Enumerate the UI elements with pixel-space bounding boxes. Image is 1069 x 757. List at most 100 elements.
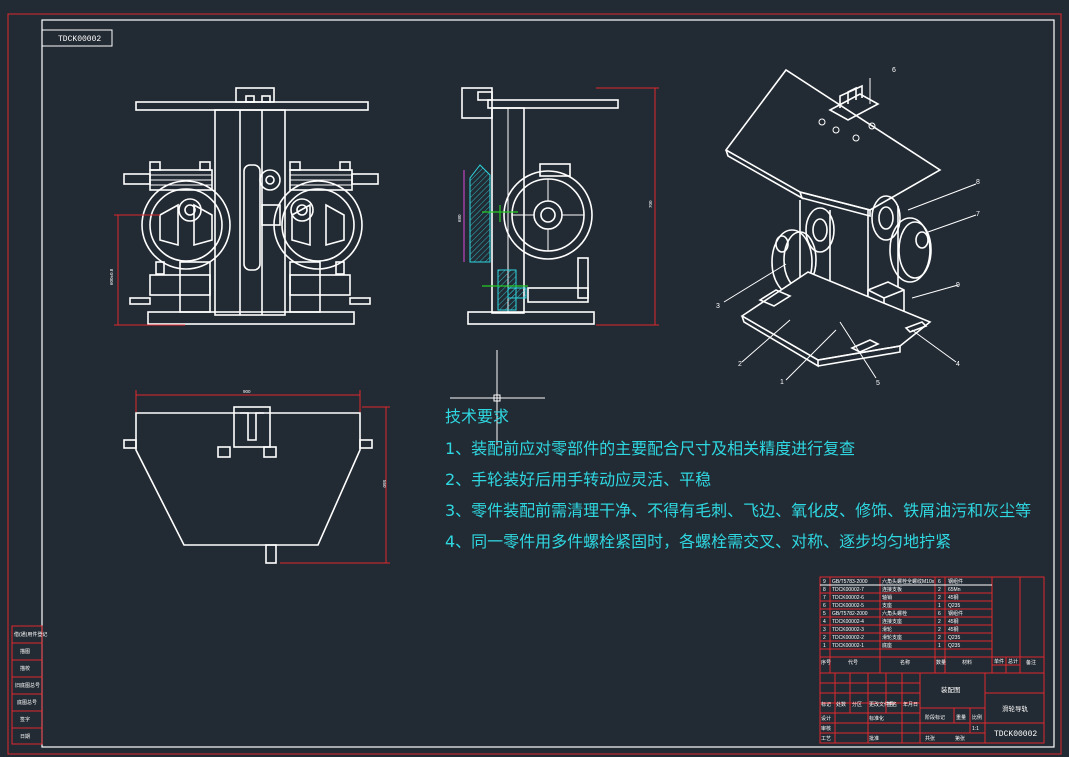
svg-text:旧底图总号: 旧底图总号 <box>15 682 40 689</box>
bom-row: 1 TDCK00002-1 底座 1 Q235 <box>823 642 960 649</box>
svg-text:5: 5 <box>823 611 826 617</box>
svg-text:2: 2 <box>938 635 941 641</box>
bom-row: 3 TDCK00002-3 滑轮 2 45钢 <box>823 626 959 633</box>
svg-text:单件: 单件 <box>994 658 1004 665</box>
svg-text:1: 1 <box>823 643 826 649</box>
balloon-3: 3 <box>716 303 720 310</box>
svg-text:9: 9 <box>823 579 826 585</box>
svg-text:GB/T5783-2000: GB/T5783-2000 <box>832 579 868 585</box>
requirement-item: 2、手轮装好后用手转动应灵活、平稳 <box>445 470 712 489</box>
svg-text:材料: 材料 <box>962 659 972 666</box>
side-view: 680 700 <box>457 87 659 326</box>
svg-text:2: 2 <box>938 587 941 593</box>
svg-text:序号: 序号 <box>821 659 831 666</box>
requirement-item: 4、同一零件用多件螺栓紧固时，各螺栓需交叉、对称、逐步均匀地拧紧 <box>445 532 952 551</box>
svg-text:支座: 支座 <box>882 602 892 609</box>
svg-text:6: 6 <box>823 603 826 609</box>
svg-text:6: 6 <box>938 579 941 585</box>
front-view: 600±0.8 <box>109 87 379 326</box>
top-view: 900 550 <box>123 389 390 564</box>
svg-text:底图总号: 底图总号 <box>17 699 37 706</box>
svg-text:8: 8 <box>823 587 826 593</box>
svg-text:年月日: 年月日 <box>903 701 918 708</box>
drawing-title: 装配图 <box>941 685 961 694</box>
requirements-heading: 技术要求 <box>445 407 510 426</box>
svg-text:45钢: 45钢 <box>948 626 959 633</box>
balloon-8: 8 <box>976 179 980 186</box>
svg-text:数量: 数量 <box>936 659 946 666</box>
svg-text:65Mn: 65Mn <box>948 587 961 593</box>
bom-row: 9 GB/T5783-2000 六角头螺栓全螺纹M10x 6 钢组件 <box>823 578 963 585</box>
title-block: 装配图 滑轮导轨 TDCK00002 1:1 标记 处数 分区 更改文件号 签名… <box>819 672 1045 744</box>
scale-value: 1:1 <box>972 726 979 732</box>
svg-text:连接支座: 连接支座 <box>882 618 902 625</box>
svg-text:TDCK00002-4: TDCK00002-4 <box>832 619 864 625</box>
svg-text:批准: 批准 <box>869 735 879 742</box>
svg-text:六角头螺栓全螺纹M10x: 六角头螺栓全螺纹M10x <box>882 578 935 585</box>
svg-text:TDCK00002-2: TDCK00002-2 <box>832 635 864 641</box>
svg-text:1: 1 <box>938 643 941 649</box>
svg-text:签字: 签字 <box>20 716 30 723</box>
svg-text:轴销: 轴销 <box>882 594 892 601</box>
balloon-2: 2 <box>738 361 742 368</box>
svg-text:阶段标记: 阶段标记 <box>925 714 945 721</box>
svg-text:处数: 处数 <box>836 701 846 708</box>
svg-text:备注: 备注 <box>1026 659 1036 666</box>
bom-row: 8 TDCK00002-7 连接支板 2 65Mn <box>823 586 961 593</box>
svg-text:2: 2 <box>938 619 941 625</box>
bom-header: 序号 代号 名称 数量 材料 单件 总计 备注 <box>821 658 1036 666</box>
svg-text:更改文件号: 更改文件号 <box>869 701 894 708</box>
dim-side-height: 700 <box>648 200 653 208</box>
assembly-name: 滑轮导轨 <box>1002 704 1029 713</box>
svg-text:Q235: Q235 <box>948 635 960 641</box>
svg-text:TDCK00002-3: TDCK00002-3 <box>832 627 864 633</box>
svg-text:7: 7 <box>823 595 826 601</box>
crosshair-icon <box>450 350 545 445</box>
dim-front-height: 600±0.8 <box>109 268 114 285</box>
svg-text:总计: 总计 <box>1008 658 1018 665</box>
svg-text:第张: 第张 <box>955 735 965 742</box>
svg-text:设计: 设计 <box>821 715 831 722</box>
svg-text:2: 2 <box>938 627 941 633</box>
svg-text:代号: 代号 <box>848 659 858 666</box>
svg-text:签名: 签名 <box>887 701 897 708</box>
svg-text:重量: 重量 <box>956 714 966 721</box>
bom-row: 4 TDCK00002-4 连接支座 2 45钢 <box>823 618 959 625</box>
svg-text:滑轮: 滑轮 <box>882 626 892 633</box>
svg-text:GB/T5782-2000: GB/T5782-2000 <box>832 611 868 617</box>
svg-text:借(通)用件登记: 借(通)用件登记 <box>14 631 47 638</box>
outer-border <box>7 13 1062 755</box>
svg-text:TDCK00002-7: TDCK00002-7 <box>832 587 864 593</box>
svg-text:共张: 共张 <box>925 735 935 742</box>
balloon-5: 5 <box>876 380 880 387</box>
bom-row: 5 GB/T5782-2000 六角头螺栓 6 钢组件 <box>823 610 963 617</box>
svg-text:TDCK00002-6: TDCK00002-6 <box>832 595 864 601</box>
svg-text:日期: 日期 <box>20 734 30 740</box>
svg-text:Q235: Q235 <box>948 603 960 609</box>
isometric-view: 6 8 7 3 9 2 1 5 4 <box>716 67 980 387</box>
svg-text:2: 2 <box>938 595 941 601</box>
svg-text:3: 3 <box>823 627 826 633</box>
bom-table: 9 GB/T5783-2000 六角头螺栓全螺纹M10x 6 钢组件 8 TDC… <box>819 576 1045 674</box>
svg-text:标记: 标记 <box>821 701 831 708</box>
svg-text:Q235: Q235 <box>948 643 960 649</box>
svg-text:TDCK00002-1: TDCK00002-1 <box>832 643 864 649</box>
svg-text:45钢: 45钢 <box>948 618 959 625</box>
title-drawing-code: TDCK00002 <box>994 730 1037 739</box>
side-registration-table: 借(通)用件登记 描图 描校 旧底图总号 底图总号 签字 日期 <box>11 625 47 745</box>
svg-text:分区: 分区 <box>852 701 862 708</box>
svg-text:标准化: 标准化 <box>869 715 884 722</box>
svg-text:4: 4 <box>823 619 826 625</box>
dim-top-depth: 550 <box>382 480 387 488</box>
svg-text:TDCK00002-5: TDCK00002-5 <box>832 603 864 609</box>
balloon-4: 4 <box>956 361 960 368</box>
bom-row: 2 TDCK00002-2 滑轮支座 2 Q235 <box>823 634 960 641</box>
svg-text:滑轮支座: 滑轮支座 <box>882 634 902 641</box>
svg-text:6: 6 <box>938 611 941 617</box>
svg-text:1: 1 <box>938 603 941 609</box>
svg-text:名称: 名称 <box>900 659 910 666</box>
svg-text:钢组件: 钢组件 <box>948 610 963 617</box>
balloon-6: 6 <box>892 67 896 74</box>
balloon-9: 9 <box>956 282 960 289</box>
